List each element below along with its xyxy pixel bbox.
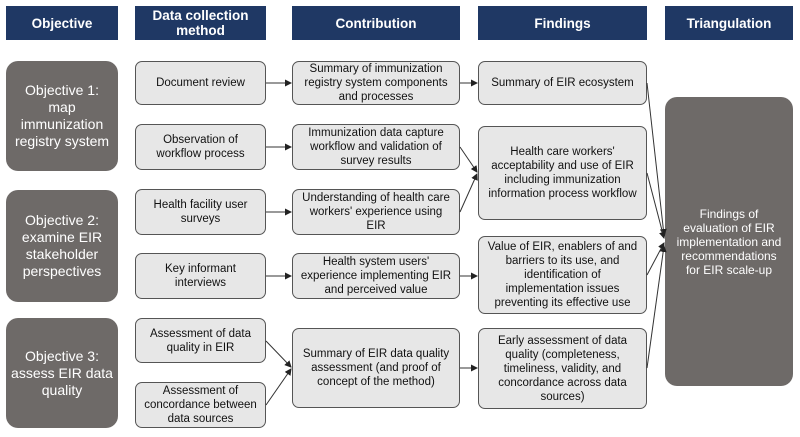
finding-hcw-acceptability: Health care workers' acceptability and u… (478, 126, 647, 220)
header-triangulation: Triangulation (665, 6, 793, 40)
header-data-collection-method: Data collection method (135, 6, 266, 40)
contribution-registry-summary: Summary of immunization registry system … (292, 61, 460, 105)
header-objective: Objective (6, 6, 118, 40)
objective-1: Objective 1: map immunization registry s… (6, 61, 118, 171)
contribution-hcw-experience: Understanding of health care workers' ex… (292, 189, 460, 235)
contribution-data-quality-summary: Summary of EIR data quality assessment (… (292, 328, 460, 408)
finding-eir-ecosystem: Summary of EIR ecosystem (478, 61, 647, 105)
method-data-quality-assessment: Assessment of data quality in EIR (135, 318, 266, 363)
arrow-finding-3 (646, 242, 665, 276)
arrow-finding-2 (646, 172, 666, 239)
method-document-review: Document review (135, 61, 266, 105)
arrow-method-5 (265, 340, 292, 368)
objective-2: Objective 2: examine EIR stakeholder per… (6, 190, 118, 302)
finding-value-enablers-barriers: Value of EIR, enablers of and barriers t… (478, 236, 647, 314)
header-findings: Findings (478, 6, 647, 40)
contribution-system-users-experience: Health system users' experience implemen… (292, 253, 460, 299)
contribution-workflow-validation: Immunization data capture workflow and v… (292, 124, 460, 170)
arrow-finding-1 (646, 82, 667, 236)
arrow-method-6 (265, 368, 292, 406)
arrow-contribution-3 (459, 173, 478, 213)
finding-early-data-quality: Early assessment of data quality (comple… (478, 328, 647, 409)
method-health-facility-surveys: Health facility user surveys (135, 189, 266, 235)
method-concordance-assessment: Assessment of concordance between data s… (135, 382, 266, 428)
header-contribution: Contribution (292, 6, 460, 40)
method-key-informant-interviews: Key informant interviews (135, 253, 266, 299)
method-observation-workflow: Observation of workflow process (135, 124, 266, 170)
arrow-finding-4 (646, 245, 667, 369)
objective-3: Objective 3: assess EIR data quality (6, 318, 118, 428)
arrow-contribution-2 (459, 146, 478, 173)
triangulation-box: Findings of evaluation of EIR implementa… (665, 97, 793, 386)
